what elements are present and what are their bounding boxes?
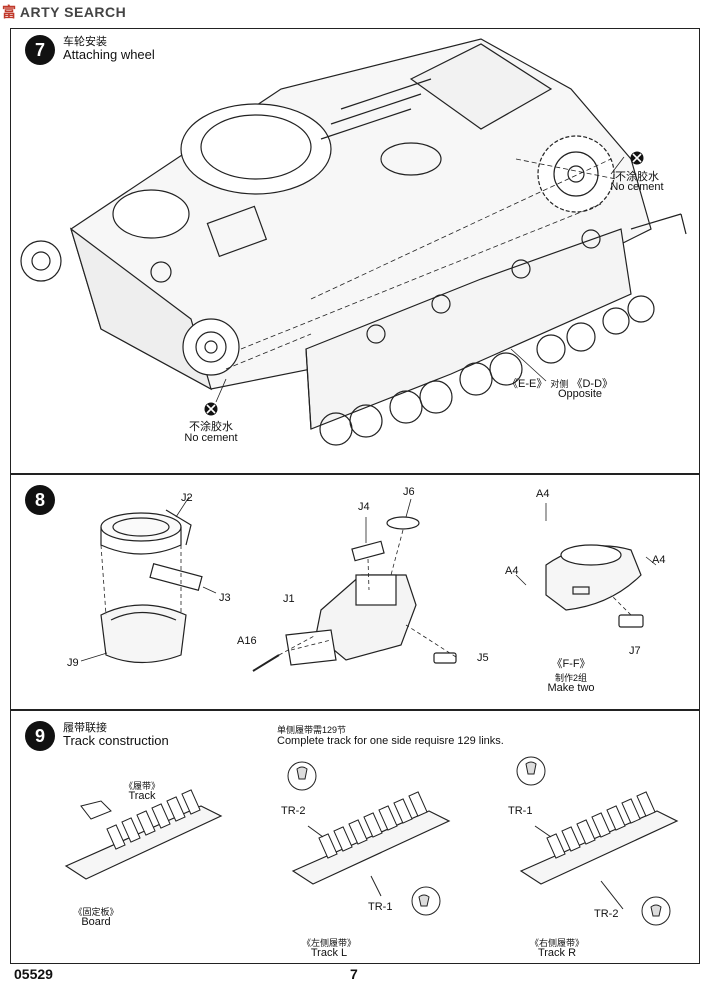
no-cement-icon (630, 151, 644, 165)
assembly-ref-f-f: 《F-F》 (551, 658, 591, 670)
step-9-title-en: Track construction (63, 733, 169, 748)
no-cement-label-cn-1: 不涂胶水 (189, 421, 233, 433)
step-7-badge: 7 (25, 35, 55, 65)
step-9-title-cn: 履带联接 (63, 722, 107, 734)
make-two-en: Make two (547, 682, 595, 694)
tank-hull-drawing (20, 38, 687, 446)
assembly-ref-e-e-label: 《E-E》 (507, 378, 548, 390)
track-assembly-drawing (64, 756, 679, 926)
turret-assembly-drawing (80, 496, 657, 672)
part-label-tr2-right: TR-2 (594, 908, 619, 920)
part-label-j4: J4 (358, 501, 370, 513)
part-label-j3: J3 (219, 592, 231, 604)
part-label-a4-top: A4 (536, 488, 550, 500)
assembly-ref-e-e: 《E-E》 对侧 《D-D》 (507, 375, 613, 391)
no-cement-label-en-1: No cement (184, 432, 238, 444)
track-note-en: Complete track for one side requisre 129… (277, 735, 504, 747)
watermark-logo: 富 (2, 4, 16, 20)
part-label-tr2-left: TR-2 (281, 805, 306, 817)
board-label-en: Board (81, 916, 111, 928)
part-label-j5: J5 (477, 652, 489, 664)
assembly-ref-d-d-label: 《D-D》 (571, 378, 614, 390)
watermark-text: ARTY SEARCH (19, 4, 127, 20)
part-label-j9: J9 (67, 657, 79, 669)
part-label-a4-left: A4 (505, 565, 519, 577)
part-label-j2: J2 (181, 492, 193, 504)
no-cement-label-en-2: No cement (610, 181, 664, 193)
step-8-badge: 8 (25, 485, 55, 515)
make-two-cn: 制作2组 (554, 673, 588, 683)
step-7-title-en: Attaching wheel (63, 47, 155, 62)
part-label-tr1-right: TR-1 (508, 805, 533, 817)
board-label-cn: 《固定板》 (73, 907, 119, 917)
part-label-a16: A16 (237, 635, 257, 647)
track-note-cn: 单侧履带需129节 (277, 725, 347, 735)
step-9-badge: 9 (25, 721, 55, 751)
kit-number: 05529 (14, 966, 53, 982)
step-9-panel: 9 履带联接 Track construction 单侧履带需129节 Comp… (10, 710, 700, 964)
step-8-panel: 8 (10, 474, 700, 710)
left-track-label-en: Track L (310, 947, 348, 959)
part-label-a4-right: A4 (652, 554, 666, 566)
track-label-cn: 《履带》 (123, 781, 161, 791)
track-label-en: Track (128, 790, 156, 802)
step-7-title-cn: 车轮安装 (63, 36, 107, 48)
assembly-ref-opposite-cn: 对侧 (550, 379, 569, 389)
no-cement-icon (204, 402, 218, 416)
page-number: 7 (350, 966, 358, 982)
part-label-j1: J1 (283, 593, 295, 605)
part-label-j7: J7 (629, 645, 641, 657)
left-track-label-cn: 《左侧履带》 (301, 938, 357, 948)
part-label-tr1-left: TR-1 (368, 901, 393, 913)
part-label-j6: J6 (403, 486, 415, 498)
step-7-panel: 7 车轮安装 Attaching wheel (10, 28, 700, 474)
opposite-label: Opposite (558, 388, 603, 400)
right-track-label-en: Track R (537, 947, 577, 959)
right-track-label-cn: 《右侧履带》 (529, 938, 585, 948)
watermark: 富 ARTY SEARCH (2, 2, 126, 22)
no-cement-label-cn-2: 不涂胶水 (615, 171, 659, 183)
